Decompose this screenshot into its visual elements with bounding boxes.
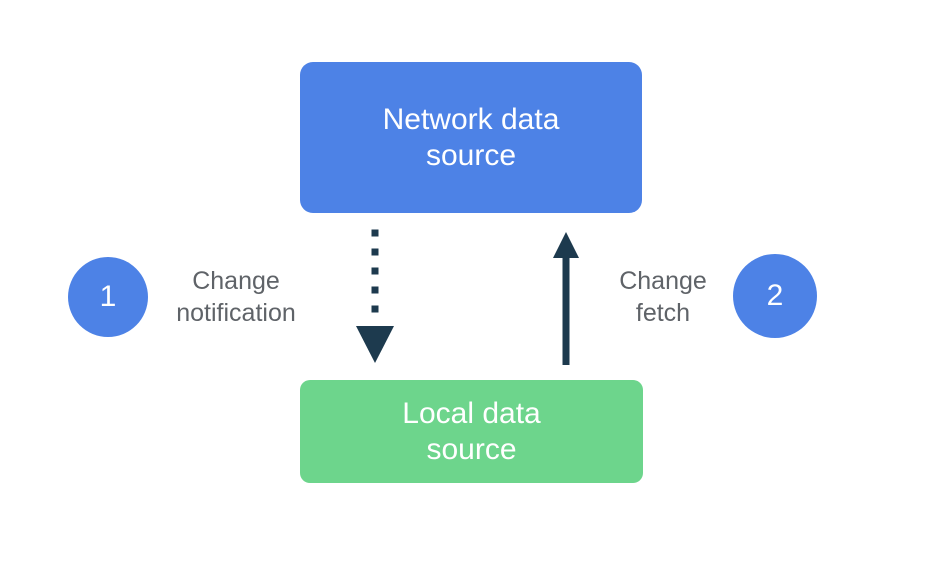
local-data-source-box: Local data source <box>300 380 643 483</box>
network-data-source-box: Network data source <box>300 62 642 213</box>
step-2-number: 2 <box>766 279 784 312</box>
change-fetch-label-line1: Change <box>619 267 707 295</box>
change-fetch-arrow-icon <box>553 232 579 365</box>
change-fetch-label-line2: fetch <box>635 299 691 327</box>
change-notification-arrow-icon <box>356 229 394 363</box>
local-label-line1: Local data <box>402 396 541 430</box>
step-1-number: 1 <box>99 280 117 313</box>
change-notification-label-line1: Change <box>192 267 280 295</box>
network-data-source-label: Network data source <box>383 102 560 174</box>
change-notification-label: Change notification <box>146 265 326 329</box>
step-2-badge: 2 <box>733 254 817 338</box>
network-label-line2: source <box>425 138 517 172</box>
network-label-line1: Network data <box>382 102 560 136</box>
change-fetch-label: Change fetch <box>573 265 753 329</box>
local-data-source-label: Local data source <box>402 396 540 468</box>
step-1-badge: 1 <box>68 257 148 337</box>
change-notification-label-line2: notification <box>176 299 296 327</box>
local-label-line2: source <box>426 432 517 466</box>
